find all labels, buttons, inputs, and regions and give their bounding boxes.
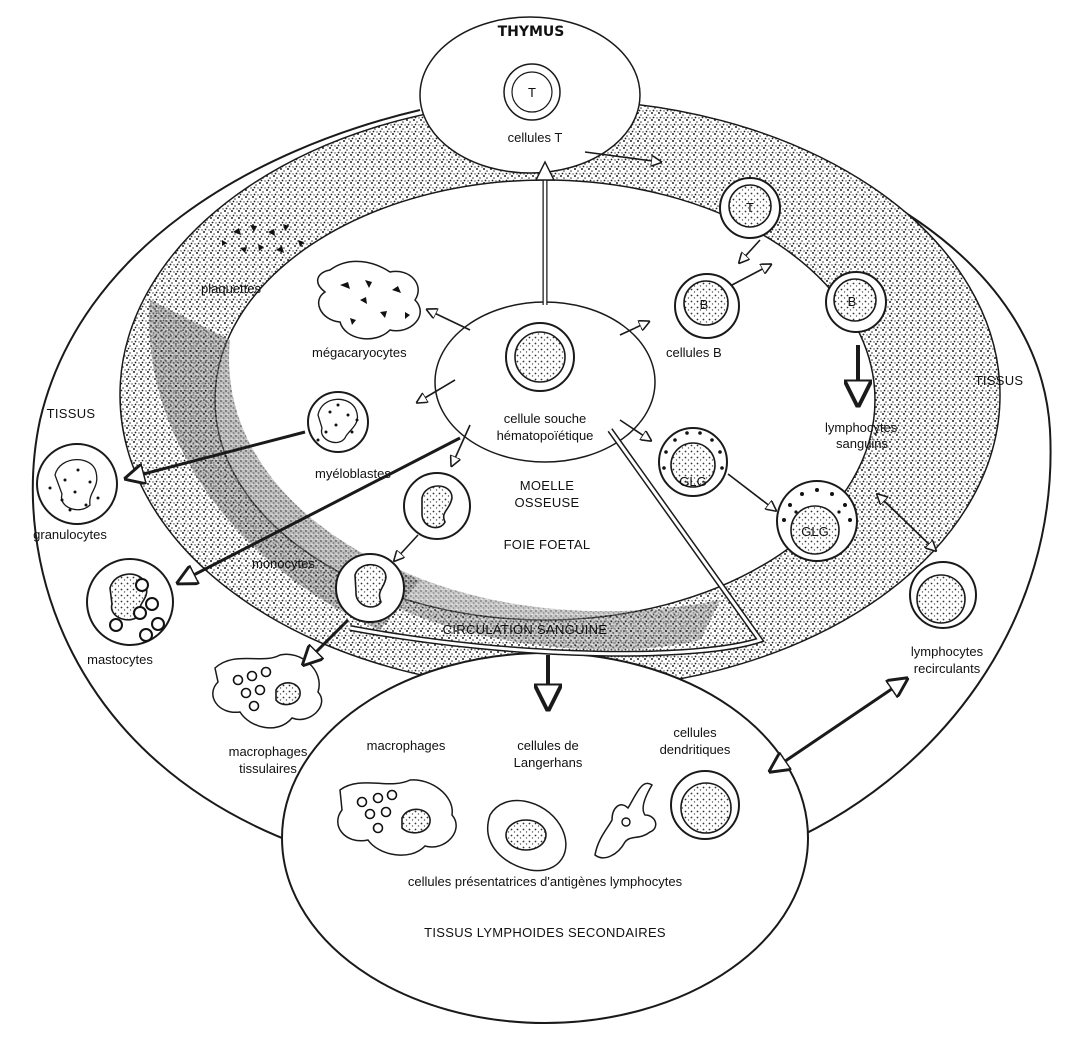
langerhans-label-2: Langerhans: [514, 755, 583, 770]
b-cell-ring: B: [825, 271, 887, 333]
stem-cell-label-1: cellule souche: [504, 411, 586, 426]
thymus-cells-label: cellules T: [508, 130, 563, 145]
macrophages-label: macrophages: [367, 738, 446, 753]
glg-letter-inner: GLG: [679, 474, 706, 489]
glg-cell-inner: GLG: [658, 427, 728, 497]
dendritic-cell: [594, 782, 657, 859]
arrows: [128, 151, 935, 770]
b-letter-inner: B: [700, 297, 709, 312]
foie-foetal-label: FOIE FOETAL: [504, 537, 591, 552]
moelle-label-2: OSSEUSE: [515, 495, 580, 510]
b-letter-ring: B: [848, 294, 857, 309]
macrophages-tissulaires-label-2: tissulaires: [239, 761, 297, 776]
myeloblast-cell: myéloblastes: [307, 391, 391, 481]
megacaryocyte-cell: mégacaryocytes: [312, 260, 421, 360]
megacaryocytes-label: mégacaryocytes: [312, 345, 407, 360]
langerhans-label-1: cellules de: [517, 738, 578, 753]
myeloblastes-label: myéloblastes: [315, 466, 391, 481]
ring-shading: [149, 300, 420, 630]
lymphocytes-sanguins-label-1: lymphocytes: [825, 420, 898, 435]
monocyte-cell: monocytes: [252, 553, 405, 623]
platelets: [222, 224, 304, 253]
recirculating-lymphocyte-cell: lymphocytes recirculants: [909, 561, 984, 676]
arrow-stem-to-thymus: [534, 160, 556, 305]
plaquettes-label: plaquettes: [201, 281, 261, 296]
presentatrices-label: cellules présentatrices d'antigènes lymp…: [408, 874, 683, 889]
lymphocytes-recirculants-label-1: lymphocytes: [911, 644, 984, 659]
macrophage-cell: [337, 779, 457, 856]
tissue-macrophage-cell: macrophages tissulaires: [212, 653, 323, 776]
dendritiques-label-2: dendritiques: [660, 742, 731, 757]
mastocyte-cell: mastocytes: [86, 558, 174, 667]
t-cell-ring: T: [719, 177, 781, 239]
thymus-label: THYMUS: [498, 24, 565, 40]
granulocytes-label: granulocytes: [33, 527, 107, 542]
cellules-b-label: cellules B: [666, 345, 722, 360]
stem-cell: cellule souche hématopoïétique: [434, 301, 656, 463]
monocytes-label: monocytes: [252, 556, 315, 571]
tissus-lymphoides-label: TISSUS LYMPHOIDES SECONDAIRES: [424, 925, 666, 940]
glg-cell-ring: GLG: [776, 480, 858, 562]
stem-cell-label-2: hématopoïétique: [497, 428, 594, 443]
thymus-t-letter: T: [528, 85, 536, 100]
monocyte-precursor-cell: [403, 472, 471, 540]
lymphocyte-cell-bottom: [670, 770, 740, 840]
moelle-label-1: MOELLE: [520, 478, 575, 493]
ring-shading-bottom: [380, 570, 720, 650]
glg-letter-ring: GLG: [801, 524, 828, 539]
lymphocytes-recirculants-label-2: recirculants: [914, 661, 981, 676]
t-letter-ring: T: [746, 200, 754, 215]
thymus-region: THYMUS T cellules T: [419, 16, 641, 174]
granulocyte-cell: granulocytes: [33, 443, 118, 542]
circulation-label: CIRCULATION SANGUINE: [443, 622, 608, 637]
macrophages-tissulaires-label-1: macrophages: [229, 744, 308, 759]
lymphocytes-sanguins-label-2: sanguins: [836, 436, 889, 451]
tissus-right-label: TISSUS: [975, 373, 1024, 388]
langerhans-cell: [487, 799, 567, 872]
circulation-channel-inner: [349, 429, 763, 656]
dendritiques-label-1: cellules: [673, 725, 717, 740]
mastocytes-label: mastocytes: [87, 652, 153, 667]
tissus-left-label: TISSUS: [47, 406, 96, 421]
b-cell-inner: B cellules B: [666, 273, 740, 360]
